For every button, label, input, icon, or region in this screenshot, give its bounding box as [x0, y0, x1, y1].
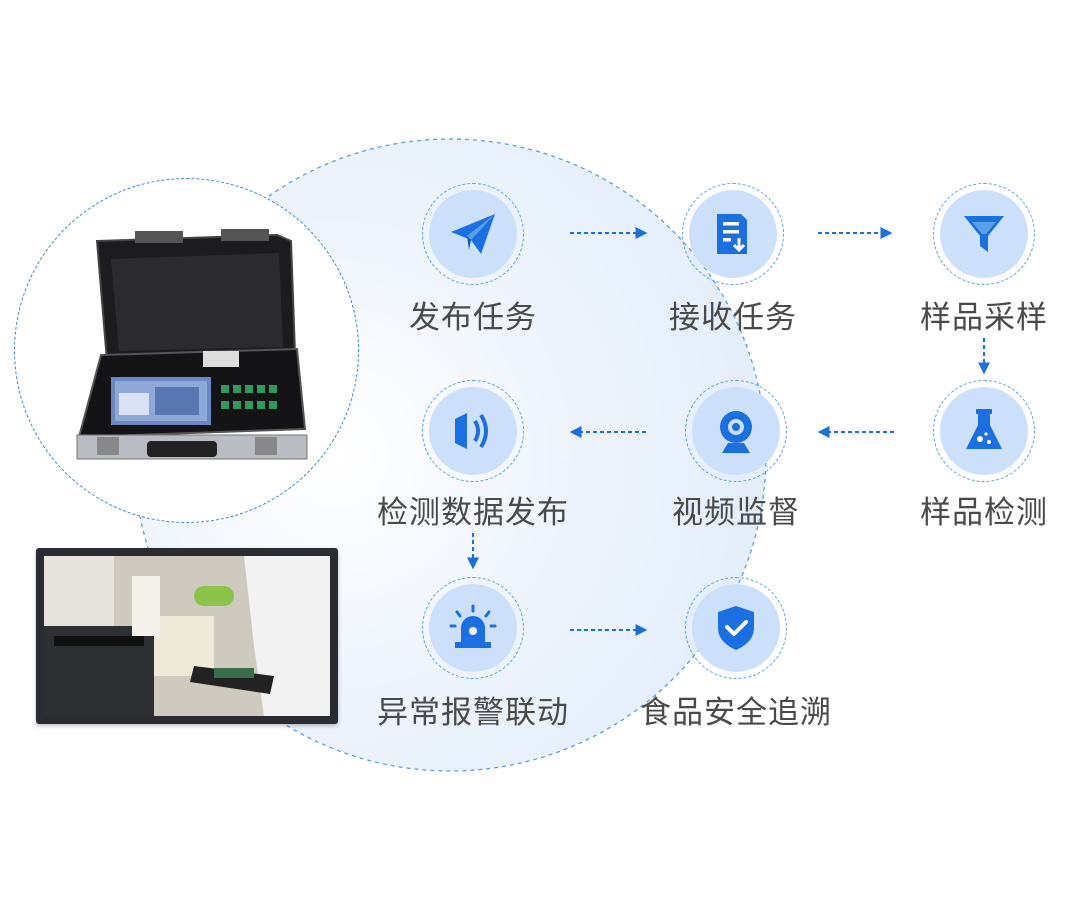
webcam-icon	[720, 411, 752, 453]
funnel-icon	[964, 216, 1004, 252]
briefcase-detector-icon	[76, 229, 308, 460]
shield-check-icon	[718, 606, 754, 650]
step-video-supervision	[685, 380, 787, 482]
step-label: 发布任务	[409, 300, 537, 336]
paper-plane-icon	[451, 214, 495, 254]
step-sample-testing	[933, 380, 1035, 482]
step-label: 异常报警联动	[377, 695, 569, 731]
step-label: 检测数据发布	[377, 495, 569, 531]
step-food-safety-tracing	[685, 577, 787, 679]
lab-video-frame-icon	[44, 556, 330, 716]
step-label: 接收任务	[669, 300, 797, 336]
step-label: 食品安全追溯	[640, 695, 832, 731]
step-publish-task	[422, 183, 524, 285]
step-label: 视频监督	[672, 495, 800, 531]
flask-icon	[966, 409, 1002, 449]
step-sampling	[933, 183, 1035, 285]
step-label: 样品采样	[920, 300, 1048, 336]
detector-device-image	[14, 178, 359, 523]
step-alarm-linkage	[422, 577, 524, 679]
speaker-icon	[455, 413, 488, 449]
step-label: 样品检测	[920, 495, 1048, 531]
alarm-light-icon	[449, 604, 497, 648]
video-monitor-image	[36, 548, 338, 724]
step-publish-data	[422, 380, 524, 482]
step-receive-task	[682, 183, 784, 285]
document-download-icon	[717, 214, 747, 254]
